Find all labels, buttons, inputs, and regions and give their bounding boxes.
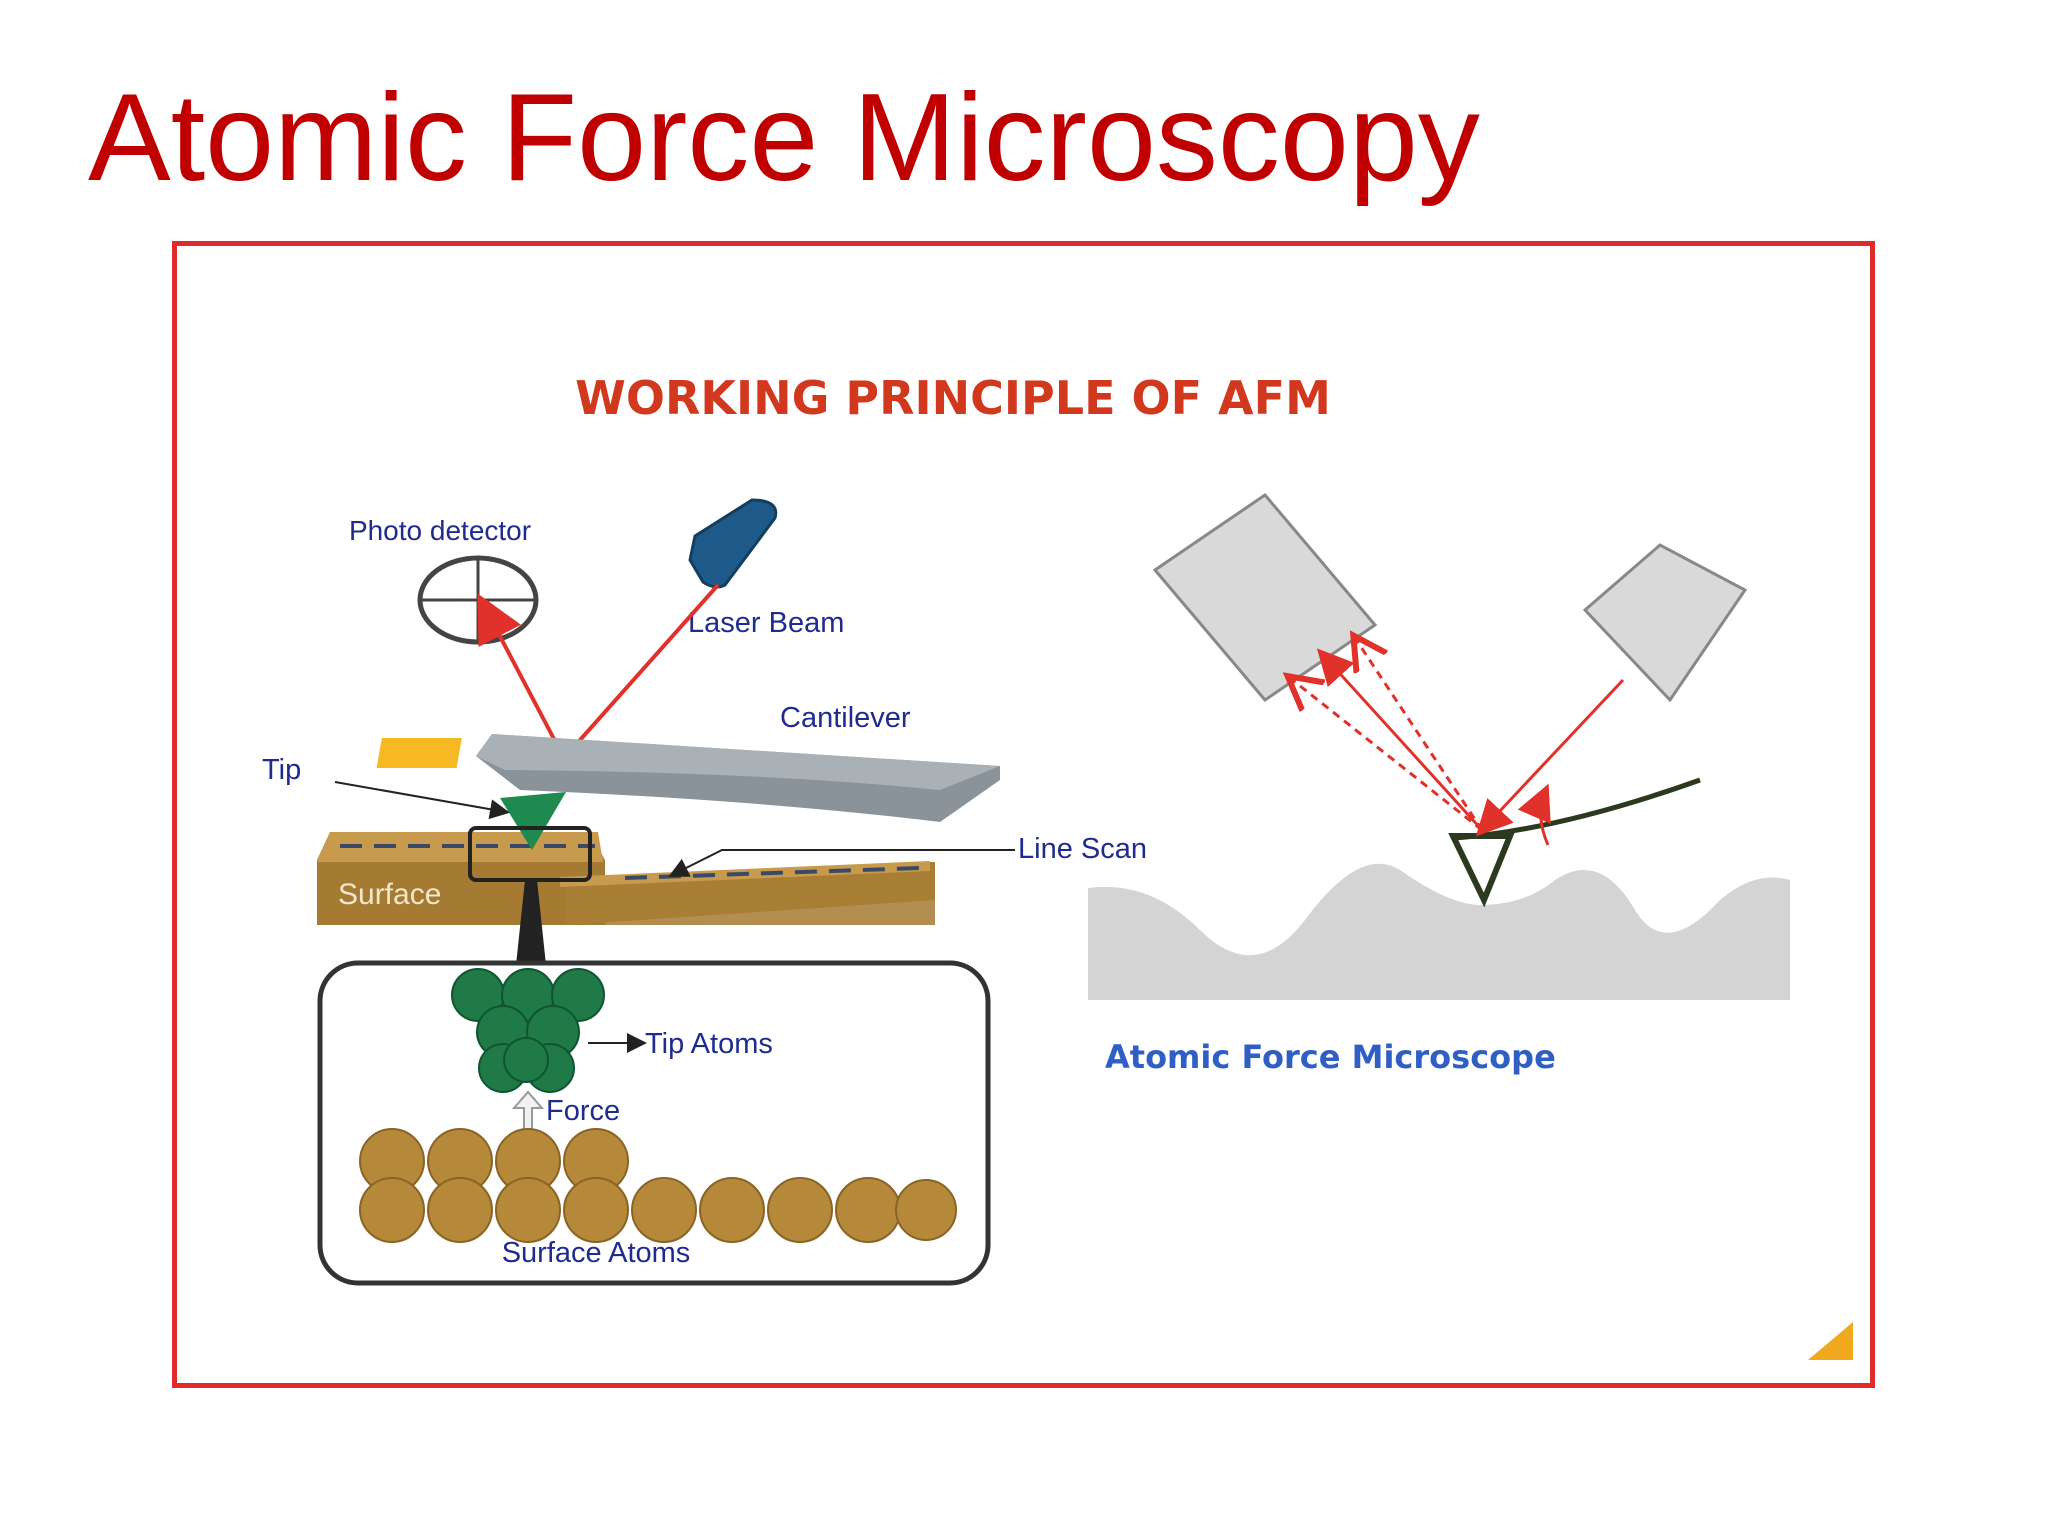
cantilever-label: Cantilever bbox=[780, 702, 911, 734]
tip-label: Tip bbox=[262, 754, 301, 786]
right-laser-rays bbox=[1290, 638, 1625, 846]
tip-atoms-label: Tip Atoms bbox=[645, 1028, 773, 1060]
laser-box bbox=[1582, 543, 1748, 703]
cantilever bbox=[376, 734, 1000, 822]
right-cantilever bbox=[1454, 777, 1701, 841]
right-caption: Atomic Force Microscope bbox=[1105, 1038, 1556, 1076]
detector-box bbox=[1152, 492, 1378, 703]
laser-beam-incoming bbox=[562, 583, 720, 760]
tip-pointer bbox=[334, 781, 510, 820]
surface-label: Surface bbox=[338, 878, 441, 911]
right-tip bbox=[1448, 833, 1515, 908]
line-scan-pointer bbox=[668, 849, 1015, 877]
force-label: Force bbox=[546, 1095, 620, 1127]
photo-detector-icon bbox=[417, 555, 539, 645]
surface-atoms bbox=[359, 1128, 957, 1243]
slide-title: Atomic Force Microscopy bbox=[88, 69, 1480, 207]
laser-beam-label: Laser Beam bbox=[688, 607, 844, 639]
sample-surface bbox=[1088, 863, 1790, 1000]
tip-atoms-cluster bbox=[451, 968, 605, 1093]
surface-atoms-label: Surface Atoms bbox=[502, 1237, 691, 1269]
diagram-heading: WORKING PRINCIPLE OF AFM bbox=[575, 371, 1331, 425]
zoom-connector bbox=[516, 880, 546, 965]
laser-device-icon bbox=[688, 498, 778, 589]
photo-detector-label: Photo detector bbox=[349, 515, 531, 546]
corner-triangle-icon bbox=[1808, 1322, 1853, 1360]
afm-tip bbox=[500, 792, 566, 850]
line-scan-label: Line Scan bbox=[1018, 833, 1147, 865]
laser-beam-reflected bbox=[477, 593, 566, 759]
